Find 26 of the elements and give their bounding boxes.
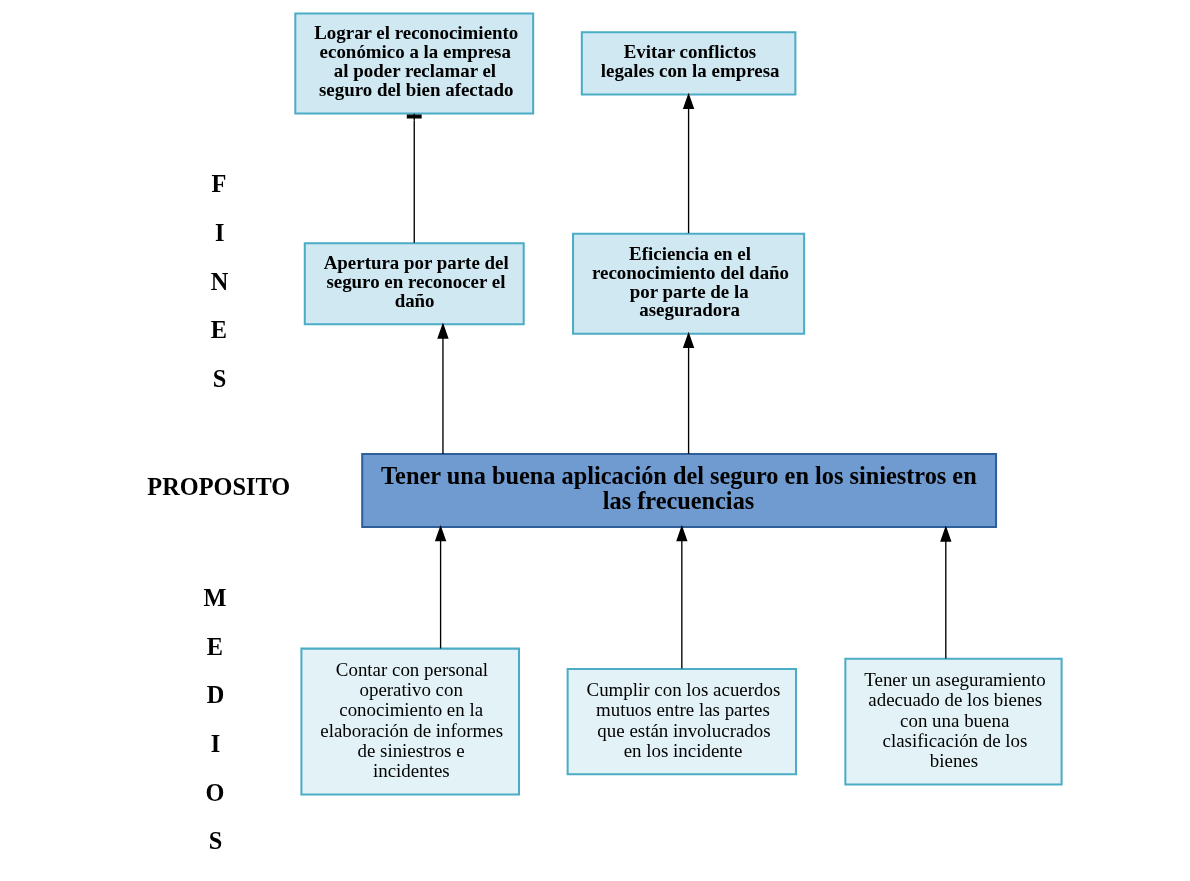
label: I: [214, 219, 225, 247]
label: O: [205, 778, 225, 806]
arrow: [437, 322, 449, 455]
arrow: [434, 524, 447, 650]
label: S: [212, 364, 227, 392]
arrow: [940, 525, 952, 660]
label: F: [211, 170, 227, 198]
arrow: [676, 525, 688, 670]
node-box: Tener una buena aplicación del seguro en los siniestros en las frecuencias: [361, 453, 998, 528]
label: PROPOSITO: [147, 473, 291, 501]
label: E: [210, 316, 228, 344]
arrow: [682, 92, 695, 234]
node-box: Contar con personal operativo con conocimiento en la elaboración de informes de siniestros e incidentes: [300, 647, 520, 796]
node-box: Tener un aseguramiento adecuado de los bienes con una buena clasificación de los bienes: [844, 657, 1063, 786]
label: D: [206, 681, 225, 709]
label: I: [210, 729, 221, 757]
label: E: [206, 632, 224, 660]
label: S: [208, 827, 223, 855]
node-box: Cumplir con los acuerdos mutuos entre las partes que están involucrados en los incidente: [566, 667, 798, 776]
node-box: Apertura por parte del seguro en reconocer el daño: [303, 242, 525, 326]
arrow: [682, 331, 695, 455]
label: M: [203, 583, 227, 611]
node-box: Eficiencia en el reconocimiento del daño por parte de la aseguradora: [572, 232, 806, 335]
label: N: [210, 267, 229, 295]
node-box: Evitar conflictos legales con la empresa: [580, 31, 797, 96]
node-box: Lograr el reconocimiento económico a la empresa al poder reclamar el seguro del bien afectado: [294, 12, 535, 115]
